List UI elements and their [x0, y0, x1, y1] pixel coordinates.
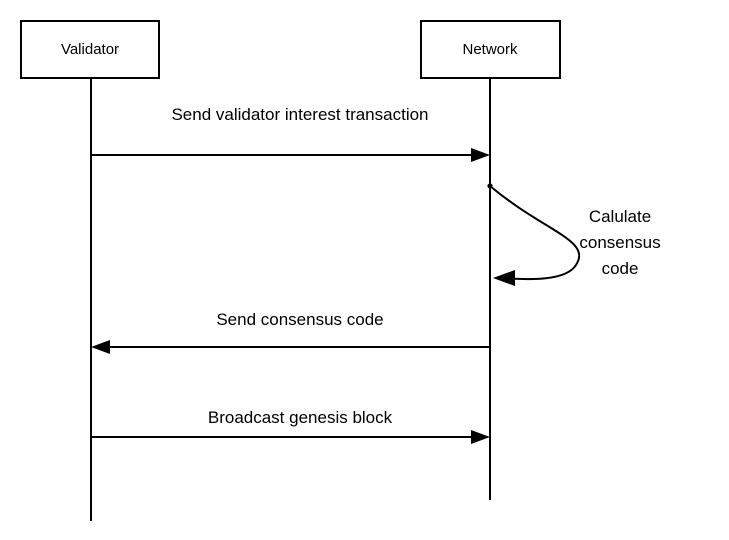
participant-validator[interactable]: Validator	[20, 20, 160, 521]
message-label-1: Send validator interest transaction	[171, 105, 428, 124]
participant-box-network[interactable]	[420, 20, 561, 79]
participant-network[interactable]: Network	[420, 20, 561, 500]
message-arrowhead-2	[91, 340, 110, 354]
message-label-3: Broadcast genesis block	[208, 408, 393, 427]
participant-box-validator[interactable]	[20, 20, 160, 79]
message-arrowhead-1	[471, 148, 490, 162]
message-broadcast-genesis-block[interactable]: Broadcast genesis block	[91, 408, 490, 444]
message-label-2: Send consensus code	[216, 310, 383, 329]
message-send-consensus-code[interactable]: Send consensus code	[91, 310, 490, 354]
self-message-arrowhead	[493, 270, 515, 286]
participant-label-network: Network	[462, 41, 518, 58]
self-message-calulate-consensus-code[interactable]: Calulate consensus code	[487, 183, 661, 286]
message-send-validator-interest-transaction[interactable]: Send validator interest transaction	[91, 105, 490, 162]
self-message-label-line-3: code	[602, 259, 639, 278]
message-arrowhead-3	[471, 430, 490, 444]
self-message-label-line-2: consensus	[579, 233, 660, 252]
participant-label-validator: Validator	[61, 41, 119, 58]
self-message-loop-path	[489, 185, 581, 281]
self-message-label-line-1: Calulate	[589, 207, 651, 226]
